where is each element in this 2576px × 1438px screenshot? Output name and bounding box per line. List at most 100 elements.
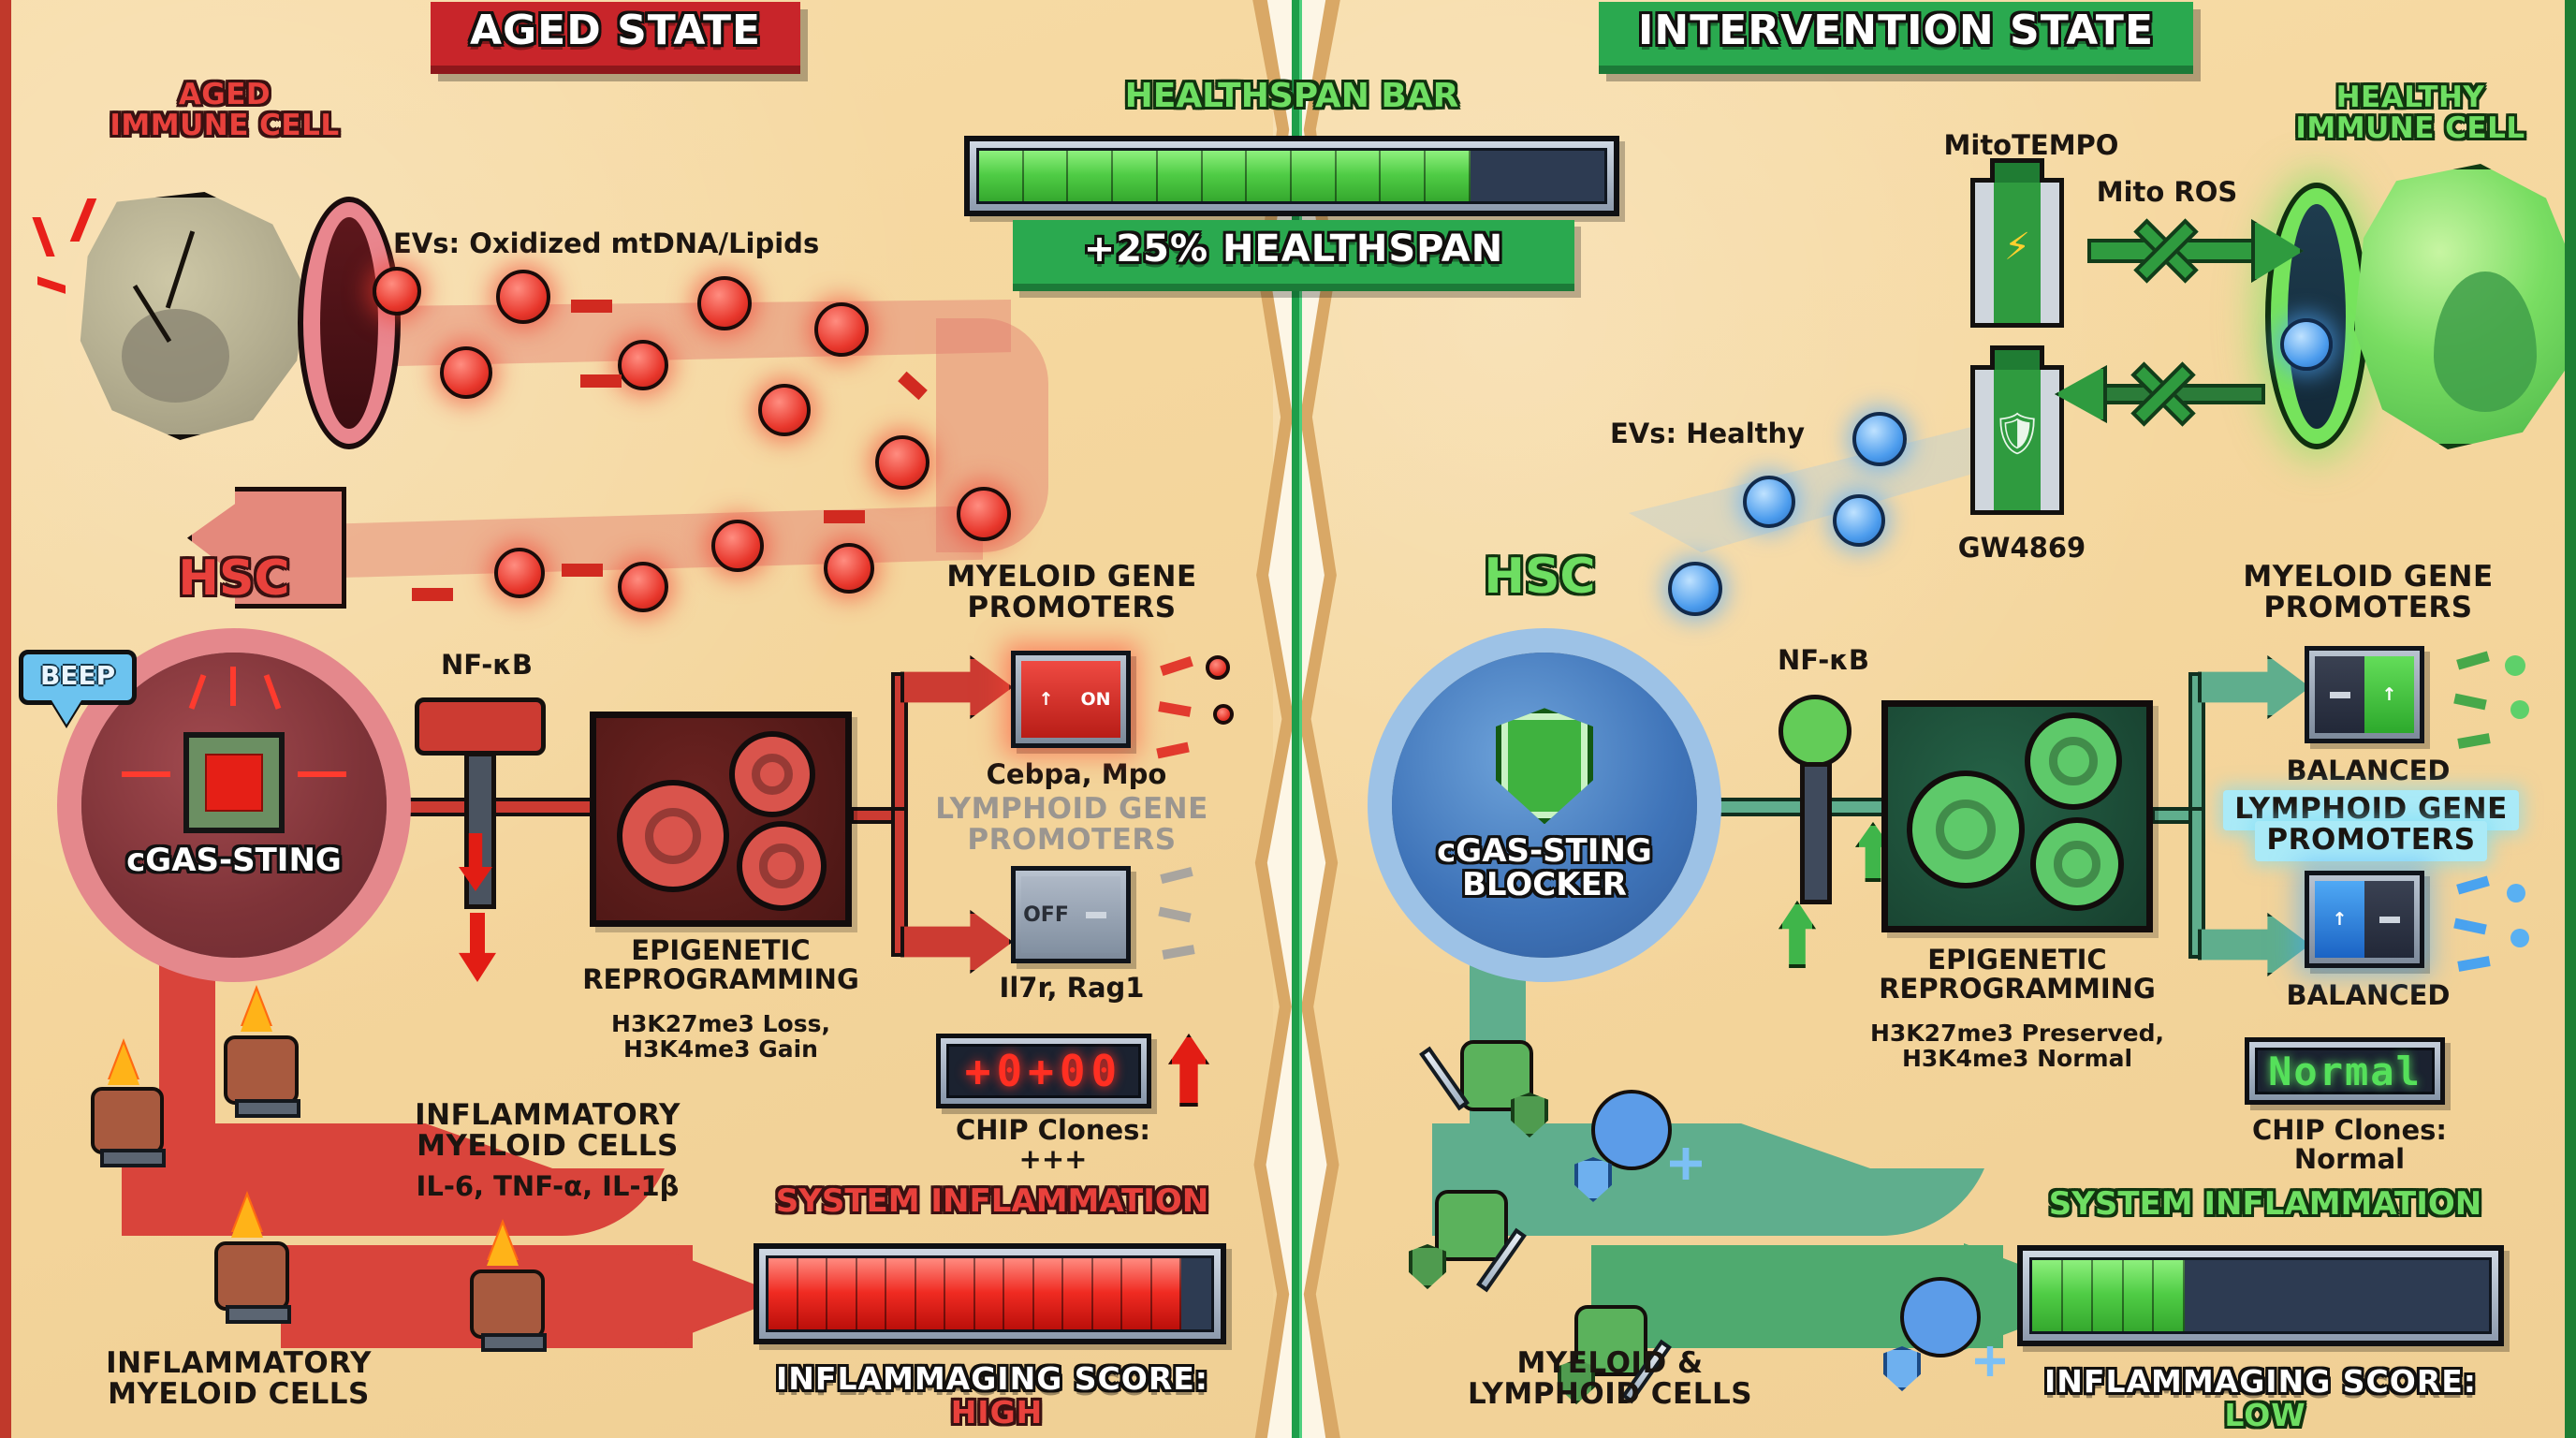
healthspan-gauge-track	[976, 148, 1607, 204]
nfkb-node	[1778, 695, 1852, 768]
gauge-segment	[2062, 1260, 2094, 1331]
myeloid-output-stem	[159, 964, 215, 1123]
gauge-segment	[2154, 1260, 2185, 1331]
lymphoid-state-intervention: BALANCED	[2286, 979, 2451, 1011]
gear-icon	[729, 731, 815, 817]
sprite-head	[224, 1035, 299, 1105]
hsc-title-right: HSC	[1446, 550, 1633, 603]
lymphoid-healer-sprite	[1881, 1273, 2005, 1414]
inflammaging-score-aged: INFLAMMAGING SCORE: HIGH	[730, 1362, 1254, 1429]
toggle-dash-half[interactable]	[1071, 876, 1120, 953]
inflammatory-myeloid-sprite	[201, 990, 318, 1147]
sprite-head	[1435, 1190, 1508, 1261]
sprite-head	[91, 1087, 164, 1154]
toggle-dash-icon	[2329, 691, 2350, 698]
gauge-segment	[1157, 151, 1203, 201]
chip-clone-status-intervention: Normal	[2245, 1037, 2445, 1105]
blocker-label-line2: BLOCKER	[1462, 866, 1627, 903]
cytokine-list: IL-6, TNF-α, IL-1β	[416, 1170, 680, 1202]
myeloid-toggle-switch-intervention[interactable]: ↑	[2305, 646, 2424, 743]
myeloid-title-line2-right: PROMOTERS	[2263, 591, 2473, 625]
lymphoid-dot	[2507, 884, 2525, 902]
shield-icon	[1511, 1093, 1548, 1137]
shield-icon	[1409, 1244, 1446, 1289]
chip-trace	[122, 771, 170, 777]
toggle-dash-icon	[1085, 911, 1106, 918]
lymphoid-promoters-title-aged: LYMPHOID GENE PROMOTERS	[922, 792, 1222, 858]
inflammation-gauge-intervention	[2017, 1245, 2504, 1346]
lymphoid-promoters-title-intervention: LYMPHOID GENE PROMOTERS	[2215, 790, 2527, 862]
gauge-segment	[1381, 151, 1427, 201]
gauge-segment	[1122, 1258, 1152, 1329]
healthy-ev-vesicle	[1833, 494, 1885, 547]
inflammatory-myeloid-sprite	[447, 1225, 564, 1381]
aged-immune-cell-title: AGED IMMUNE CELL	[75, 79, 374, 142]
inflammation-gauge-track-aged	[766, 1255, 1214, 1332]
lymphoid-title-line2: PROMOTERS	[967, 823, 1177, 858]
ev-vesicle	[697, 276, 752, 330]
gauge-segment	[798, 1258, 828, 1329]
gauge-empty	[1181, 1258, 1211, 1329]
lymphoid-title-line1: LYMPHOID GENE	[935, 792, 1208, 826]
gauge-segment	[856, 1258, 887, 1329]
block-x-icon-top	[2130, 214, 2203, 287]
lymphoid-healer-sprite	[1573, 1086, 1702, 1226]
healthspan-plaque: +25% HEALTHSPAN	[1013, 220, 1574, 291]
branch-riser-down-right	[2188, 807, 2205, 959]
inflammaging-value-aged: HIGH	[950, 1393, 1044, 1431]
inflammaging-prefix-right: INFLAMMAGING SCORE:	[2044, 1363, 2477, 1400]
toggle-dark-half[interactable]	[2315, 656, 2364, 733]
gauge-segment	[979, 151, 1024, 201]
inflammaging-score-intervention: INFLAMMAGING SCORE: LOW	[1994, 1365, 2527, 1431]
gauge-empty	[1471, 151, 1604, 201]
ev-vesicle	[875, 435, 929, 490]
aged-pore-opening	[320, 217, 378, 429]
hsc-cell-intervention: cGAS-STING BLOCKER	[1368, 628, 1721, 982]
myeloid-toggle-switch-aged[interactable]: ↑ ON	[1011, 651, 1131, 748]
system-inflammation-title-aged: SYSTEM INFLAMMATION	[749, 1184, 1236, 1219]
toggle-dark-half[interactable]	[2364, 881, 2414, 958]
nfkb-lollipop-intervention	[1760, 695, 1872, 910]
healthy-pore-opening	[2288, 204, 2346, 429]
toggle-off-half[interactable]: OFF	[1021, 876, 1071, 953]
epigenetic-title-line1: EPIGENETIC	[631, 934, 811, 966]
epigenetic-sub-intervention: H3K27me3 Preserved, H3K4me3 Normal	[1825, 1020, 2209, 1071]
cgas-sting-blocker-shield-icon	[1496, 708, 1593, 825]
toggle-state-half[interactable]: ON	[1071, 661, 1120, 738]
gauge-segment	[827, 1258, 857, 1329]
epigenetic-title-intervention: EPIGENETIC REPROGRAMMING	[1839, 945, 2195, 1005]
gauge-segment	[768, 1258, 798, 1329]
healthy-ev-vesicle	[1668, 562, 1722, 616]
toggle-up-half[interactable]: ↑	[1021, 661, 1071, 738]
chip-clones-label-intervention: CHIP Clones: Normal	[2251, 1114, 2447, 1176]
toggle-green-half[interactable]: ↑	[2364, 656, 2414, 733]
aged-ev-label: EVs: Oxidized mtDNA/Lipids	[393, 227, 820, 259]
gauge-segment	[886, 1258, 916, 1329]
blocker-label-line1: cGAS-STING	[1437, 832, 1652, 871]
sprite-head	[470, 1269, 545, 1339]
aged-state-banner: AGED STATE	[431, 2, 801, 74]
lymphoid-dot	[2510, 929, 2529, 947]
toggle-blue-half[interactable]: ↑	[2315, 881, 2364, 958]
epigenetic-title-aged: EPIGENETIC REPROGRAMMING	[562, 934, 880, 995]
bottom-myeloid-line2: MYELOID CELLS	[108, 1377, 370, 1412]
lymphoid-toggle-switch-intervention[interactable]: ↑	[2305, 871, 2424, 968]
gauge-segment	[2123, 1260, 2155, 1331]
myeloid-state-intervention: BALANCED	[2286, 755, 2451, 786]
gauge-empty	[2185, 1260, 2489, 1331]
system-inflammation-text-aged: SYSTEM INFLAMMATION	[775, 1182, 1209, 1220]
flow-arrow-icon	[824, 510, 865, 523]
myeloid-promoters-title-aged: MYELOID GENE PROMOTERS	[922, 561, 1222, 624]
weapon-icon	[235, 1099, 300, 1118]
gauge-segment	[1068, 151, 1114, 201]
hsc-title-right-text: HSC	[1484, 549, 1596, 605]
gauge-segment	[1033, 1258, 1064, 1329]
shield-icon	[1883, 1346, 1921, 1391]
gauge-segment	[1202, 151, 1248, 201]
mito-ros-label: Mito ROS	[2096, 176, 2238, 208]
lymphoid-toggle-switch-aged[interactable]: OFF	[1011, 866, 1131, 963]
gauge-segment	[1092, 1258, 1123, 1329]
balanced-dot	[2510, 700, 2529, 719]
gauge-segment	[1426, 151, 1471, 201]
